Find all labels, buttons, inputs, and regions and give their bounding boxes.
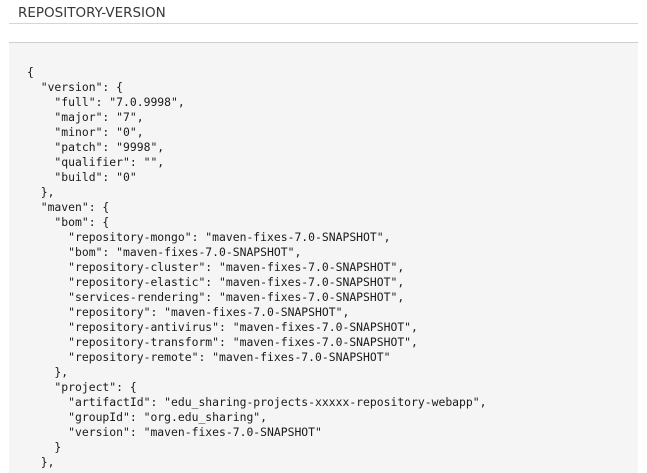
code-line: }: [27, 440, 62, 454]
code-line: "repository-remote": "maven-fixes-7.0-SN…: [27, 350, 391, 364]
code-line: "patch": "9998",: [27, 140, 165, 154]
code-line: "repository-mongo": "maven-fixes-7.0-SNA…: [27, 230, 391, 244]
code-line: "build": "0": [27, 170, 137, 184]
code-line: "bom": "maven-fixes-7.0-SNAPSHOT",: [27, 245, 302, 259]
code-line: },: [27, 455, 55, 469]
code-line: "version": {: [27, 80, 124, 94]
code-line: "version": "maven-fixes-7.0-SNAPSHOT": [27, 425, 322, 439]
code-line: "qualifier": "",: [27, 155, 165, 169]
code-line: "full": "7.0.9998",: [27, 95, 185, 109]
code-line: "project": {: [27, 380, 137, 394]
code-line: "major": "7",: [27, 110, 144, 124]
code-line: },: [27, 365, 69, 379]
code-line: "repository-antivirus": "maven-fixes-7.0…: [27, 320, 418, 334]
code-line: {: [27, 65, 34, 79]
code-line: "artifactId": "edu_sharing-projects-xxxx…: [27, 395, 487, 409]
code-line: "groupId": "org.edu_sharing",: [27, 410, 268, 424]
code-line: "repository-elastic": "maven-fixes-7.0-S…: [27, 275, 405, 289]
code-block: { "version": { "full": "7.0.9998", "majo…: [27, 65, 486, 470]
code-line: "bom": {: [27, 215, 110, 229]
json-code-panel: { "version": { "full": "7.0.9998", "majo…: [9, 42, 638, 473]
code-line: "repository-cluster": "maven-fixes-7.0-S…: [27, 260, 405, 274]
code-line: },: [27, 185, 55, 199]
code-line: "maven": {: [27, 200, 110, 214]
section-title: REPOSITORY-VERSION: [18, 5, 166, 21]
code-line: "repository": "maven-fixes-7.0-SNAPSHOT"…: [27, 305, 350, 319]
section-header: REPOSITORY-VERSION: [9, 0, 638, 24]
code-line: "repository-transform": "maven-fixes-7.0…: [27, 335, 418, 349]
code-line: "minor": "0",: [27, 125, 144, 139]
code-line: "services-rendering": "maven-fixes-7.0-S…: [27, 290, 405, 304]
